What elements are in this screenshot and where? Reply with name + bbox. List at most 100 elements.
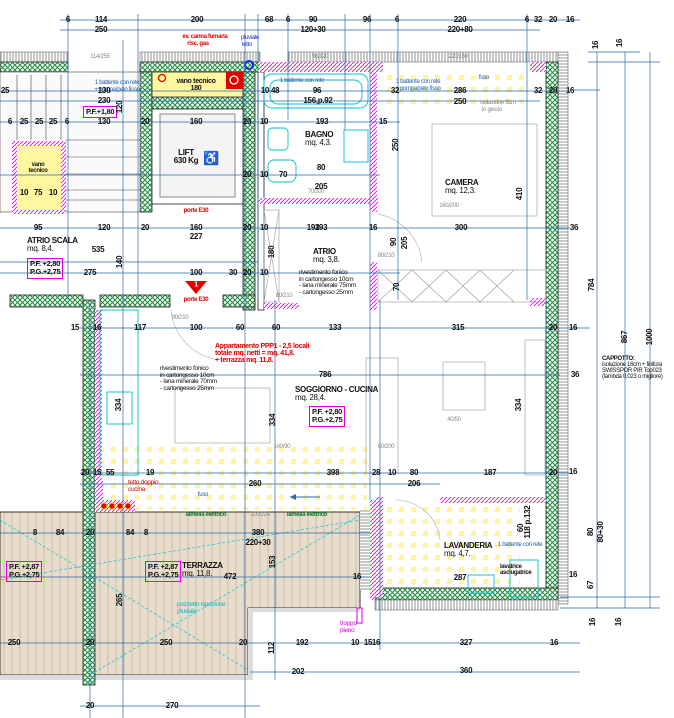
dim-label: 80+30 <box>596 521 605 543</box>
note-line: CAPPOTTO: <box>602 356 635 362</box>
dim-label: 16 <box>352 572 362 581</box>
dim-label: 230 <box>97 96 111 105</box>
dim-label: 96 <box>312 86 322 95</box>
dim-label: 327 <box>459 638 473 647</box>
note-line: asciugatrice <box>500 570 532 576</box>
dim-label: 535 <box>91 245 105 254</box>
dim-label: 250 <box>453 97 467 106</box>
room-name: vano tecnico <box>176 78 216 85</box>
dim-label: 16 <box>614 617 623 627</box>
dim-label: 16 <box>92 323 102 332</box>
note-line: tetto doppio <box>128 479 159 486</box>
window-note: + pompa/pelo fisso <box>94 87 140 93</box>
room-name: BAGNO <box>305 130 334 139</box>
dim-label: 15 <box>70 323 80 332</box>
dim-label: 20 <box>140 117 150 126</box>
note-line: - cartongesso 25mm <box>299 288 353 296</box>
room-name: vano tecnico <box>28 162 48 174</box>
dim-label: 206 <box>407 479 421 488</box>
dim-label: 90 <box>308 15 318 24</box>
dim-label: 118 p.132 <box>523 505 532 539</box>
dim-label: 6 <box>7 117 13 126</box>
flue-note: risc. gas <box>187 41 209 47</box>
furniture-label: 40/50 <box>447 417 461 423</box>
door-label: 70/200 <box>307 189 325 195</box>
dim-label: 70 <box>278 170 288 179</box>
dim-label: 19 <box>145 468 155 477</box>
room-name: LAVANDERIA <box>444 541 493 550</box>
dim-label: 786 <box>318 370 332 379</box>
dim-label: 250 <box>94 25 108 34</box>
dim-label: 867 <box>620 330 629 344</box>
dim-label: 20 <box>548 15 558 24</box>
dim-label: 100 <box>189 268 203 277</box>
note-line: rivestimento fonico <box>299 269 348 276</box>
room-area: mq. 28,4. <box>295 393 326 402</box>
window-note: 1 battente con rete <box>497 542 543 548</box>
dim-label: 84 <box>125 528 135 537</box>
dim-label: 8 <box>143 528 149 537</box>
level-pf: P.F. +2,80 <box>30 259 61 268</box>
dim-label: 80 <box>316 163 326 172</box>
note-line: - lana minerale 70mm <box>160 378 217 385</box>
dim-label: 15 <box>378 117 388 126</box>
door-label: 80/210 <box>275 293 293 299</box>
window-note: + pompa/pelo fisso <box>395 86 441 92</box>
dim-label: 20 <box>242 268 252 277</box>
dim-label: 90 <box>389 237 398 247</box>
room-name: ATRIO SCALA <box>27 236 78 245</box>
dim-label: 120 <box>97 223 111 232</box>
dim-label: 60 <box>235 323 245 332</box>
note-line: in cartongesso 10cm <box>160 371 215 379</box>
dim-label: 250 <box>159 638 173 647</box>
level-pf: P.F. +2,87 <box>148 562 179 571</box>
dim-label: 120 <box>115 100 124 114</box>
level-pg: P.G.+2,75 <box>312 415 343 425</box>
dim-label: 260 <box>248 479 262 488</box>
dim-label: 10 <box>259 268 269 277</box>
furniture-label: 90/200 <box>377 444 395 450</box>
dim-label: 15 <box>363 638 373 647</box>
dim-label: 250 <box>391 138 400 152</box>
blind-note: lamella elettrico <box>185 512 227 518</box>
dim-label: 16 <box>565 15 575 24</box>
level-pg: P.G.+2,75 <box>9 570 40 580</box>
door-label: 80/210 <box>377 253 395 259</box>
note-line: - lana minerale 75mm <box>299 282 356 289</box>
dim-label: 180 <box>190 85 202 92</box>
room-area: mq. 11,8. <box>182 569 213 578</box>
room-area: mq. 12,3. <box>445 186 476 195</box>
kitchen-note: tetto doppio cucina <box>128 479 159 493</box>
dim-label: 30 <box>228 268 238 277</box>
dim-label: 20 <box>85 701 95 710</box>
insulation-spec: CAPPOTTO: isolazione 16cm + finitura SWI… <box>602 356 663 380</box>
note-line: rivestimento fonico <box>160 365 209 372</box>
washer-label: lavatrice asciugatrice <box>500 564 532 576</box>
note-line: troppo <box>340 620 357 627</box>
dim-label: 200 <box>190 15 204 24</box>
dim-label: 36 <box>569 223 579 232</box>
dim-label: 32 <box>533 86 543 95</box>
room-vano-tecnico-left: vano tecnico <box>23 162 53 174</box>
dim-label: 360 <box>459 666 473 675</box>
dim-label: 117 <box>133 323 147 332</box>
dim-label: 96 <box>362 15 372 24</box>
level-pf: P.F. +2,80 <box>312 407 343 416</box>
dim-label: 20 <box>238 638 248 647</box>
dim-label: 60 <box>516 523 525 533</box>
dim-label: 60 <box>271 323 281 332</box>
dim-label: 6 <box>524 15 530 24</box>
dim-label: 334 <box>514 398 523 412</box>
dim-label: 20 <box>85 528 95 537</box>
dim-label: 20 <box>242 223 252 232</box>
dim-label: 270 <box>165 701 179 710</box>
